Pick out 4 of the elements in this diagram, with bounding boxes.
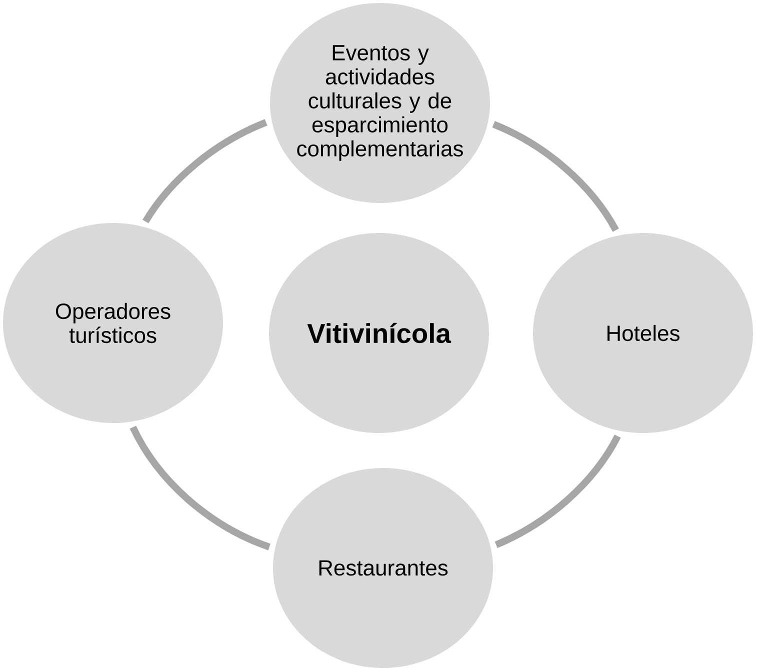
- arc-connector: [130, 426, 271, 550]
- arc-connector: [494, 434, 621, 548]
- arc-connector: [492, 121, 619, 232]
- arc-connector: [142, 119, 268, 224]
